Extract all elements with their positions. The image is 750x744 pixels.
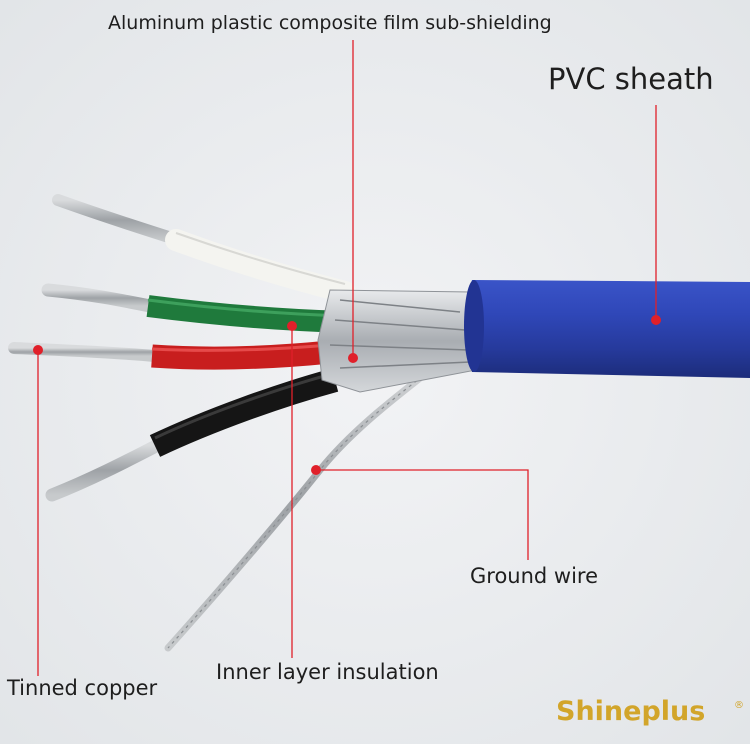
pvc-sheath-label: PVC sheath bbox=[548, 62, 714, 96]
ground-wire-texture bbox=[167, 349, 456, 649]
white-wire-shade bbox=[175, 232, 346, 285]
callout-dots bbox=[33, 315, 661, 475]
red-wire-highlight bbox=[151, 343, 331, 352]
black-wire-highlight bbox=[154, 371, 336, 440]
tinned-copper-label: Tinned copper bbox=[7, 676, 158, 700]
red-wire-insulation bbox=[151, 340, 332, 370]
foil-folds bbox=[329, 299, 471, 369]
green-wire-highlight bbox=[147, 298, 346, 318]
green-wire-strands bbox=[41, 283, 157, 313]
callout-lines bbox=[37, 40, 657, 676]
black-wire-insulation bbox=[149, 368, 339, 457]
white-wire-insulation bbox=[165, 229, 356, 303]
shielding-label: Aluminum plastic composite film sub-shie… bbox=[108, 12, 552, 34]
white-wire-strands bbox=[52, 194, 184, 246]
pvc-sheath bbox=[465, 280, 750, 378]
registered-mark: ® bbox=[734, 700, 744, 711]
red-wire-strands bbox=[8, 342, 161, 362]
inner-insulation-label: Inner layer insulation bbox=[216, 660, 439, 684]
green-wire-insulation bbox=[146, 295, 346, 333]
black-wire-strands bbox=[45, 438, 165, 502]
sheath-end bbox=[464, 280, 484, 372]
brand-logo: Shineplus bbox=[556, 696, 706, 727]
ground-wire-label: Ground wire bbox=[470, 564, 599, 588]
